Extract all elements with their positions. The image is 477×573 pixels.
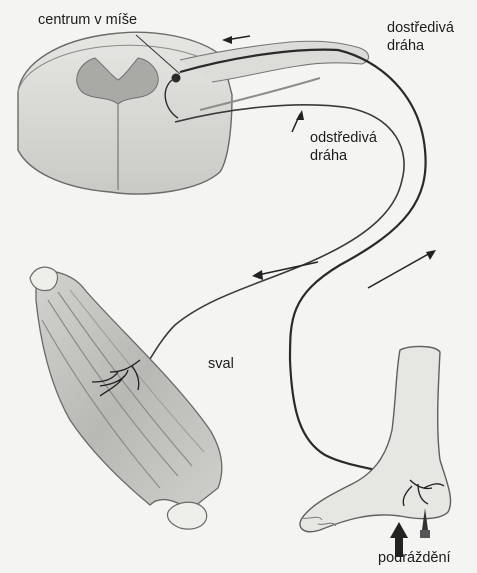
label-efferent-line2: dráha: [310, 148, 347, 165]
label-muscle: sval: [208, 356, 234, 373]
spinal-cord-segment: [18, 32, 369, 194]
label-afferent-line1: dostředivá: [387, 20, 454, 37]
foot: [300, 346, 451, 557]
muscle: [30, 267, 222, 529]
label-afferent-line2: dráha: [387, 38, 424, 55]
label-center: centrum v míše: [38, 12, 137, 29]
label-efferent-line1: odstředivá: [310, 130, 377, 147]
label-stimulus: podráždění: [378, 550, 451, 567]
